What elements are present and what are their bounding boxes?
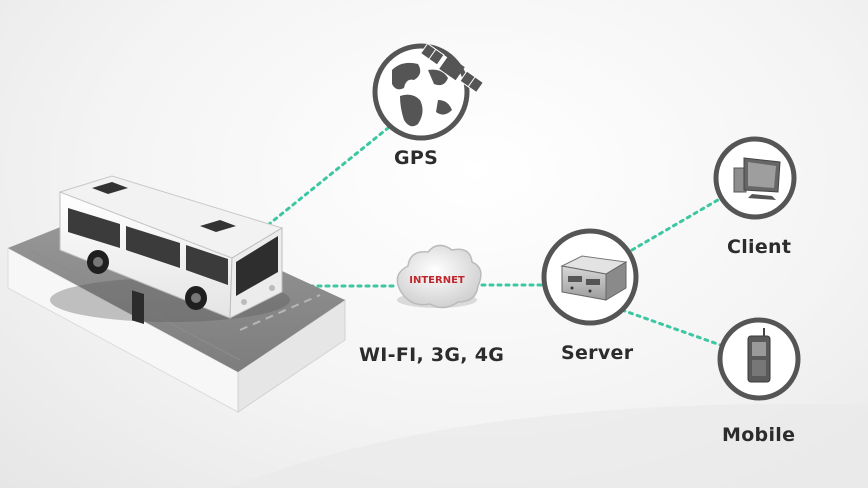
cloud-icon: INTERNET xyxy=(396,244,482,309)
mobile-label: Mobile xyxy=(722,424,796,446)
network-label: WI-FI, 3G, 4G xyxy=(359,344,505,366)
bus-icon xyxy=(50,175,290,325)
gps-label: GPS xyxy=(394,147,439,169)
connector-server-client xyxy=(630,195,725,252)
desktop-computer-icon xyxy=(713,136,797,220)
globe-satellite-icon xyxy=(372,42,484,141)
server-label: Server xyxy=(561,342,634,364)
client-label: Client xyxy=(727,236,792,258)
server-rack-icon xyxy=(541,228,639,326)
mobile-phone-icon xyxy=(717,317,801,401)
internet-cloud-label: INTERNET xyxy=(409,275,465,286)
connector-bus-gps xyxy=(266,126,390,227)
floor-shading xyxy=(230,404,868,488)
